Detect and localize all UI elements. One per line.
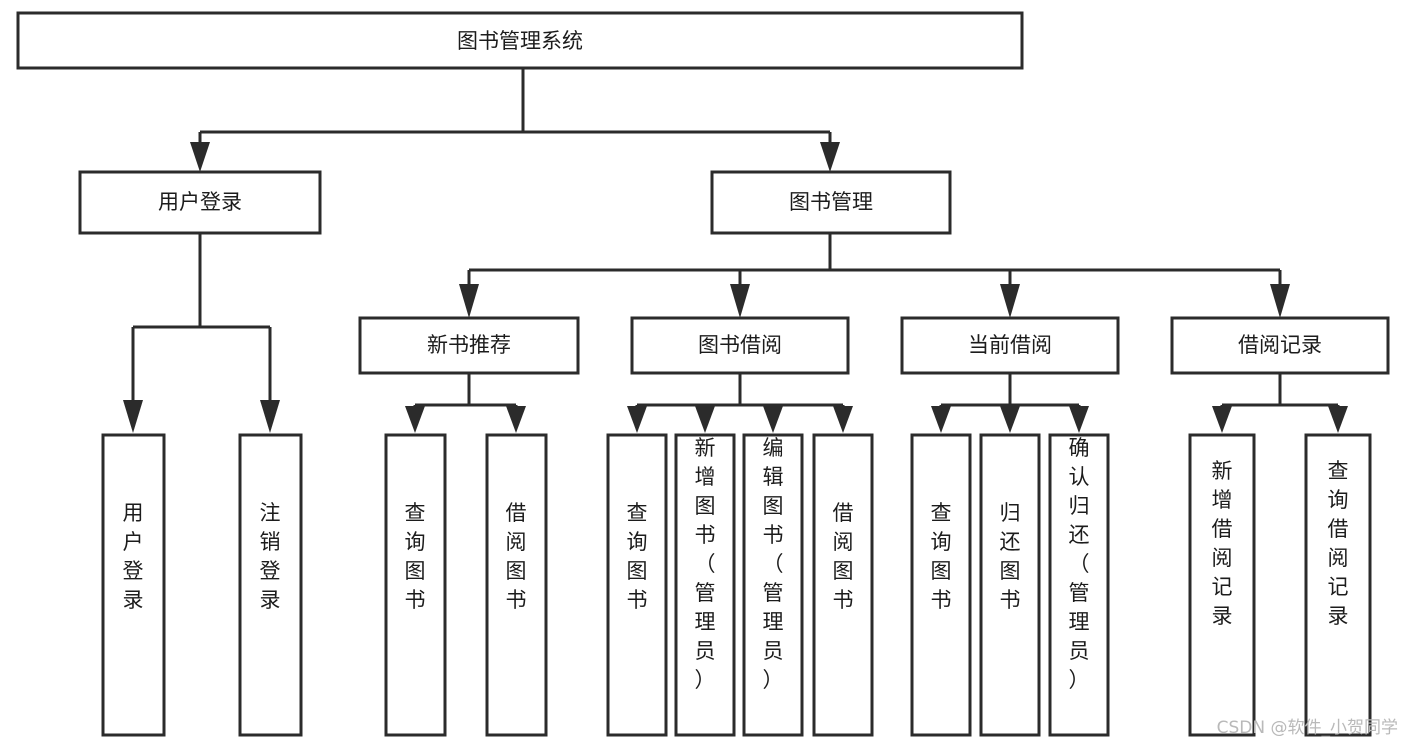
node-new-book-rec-label: 新书推荐 xyxy=(427,333,511,357)
node-leaf-br-query-record-label: 查询借阅记录 xyxy=(1328,459,1349,628)
node-borrow-record[interactable]: 借阅记录 xyxy=(1170,316,1390,375)
csdn-watermark: CSDN @软件_小贺同学 xyxy=(1217,718,1398,738)
arrow-head-icon xyxy=(405,406,425,433)
node-new-book-rec[interactable]: 新书推荐 xyxy=(358,316,580,375)
node-box-shape xyxy=(1188,433,1256,737)
arrow-head-icon xyxy=(833,406,853,433)
node-leaf-br-add-record-label: 新增借阅记录 xyxy=(1212,459,1233,628)
arrow-head-icon xyxy=(190,142,210,172)
node-box-shape xyxy=(101,433,166,737)
node-box-shape xyxy=(606,433,668,737)
node-leaf-bb-borrow-book[interactable]: 借阅图书 xyxy=(812,433,874,737)
node-leaf-bb-query-book[interactable]: 查询图书 xyxy=(606,433,668,737)
node-leaf-rec-query-book[interactable]: 查询图书 xyxy=(384,433,447,737)
node-leaf-br-query-record[interactable]: 查询借阅记录 xyxy=(1304,433,1372,737)
node-leaf-rec-borrow-book-label: 借阅图书 xyxy=(506,501,527,612)
node-leaf-bb-query-book-label: 查询图书 xyxy=(627,501,648,612)
node-leaf-bb-add-book-label: 新增图书（管理员） xyxy=(695,436,716,692)
arrow-head-icon xyxy=(695,406,715,433)
connector-newbookrec-to-leaves xyxy=(405,373,526,433)
node-leaf-cb-query-book-label: 查询图书 xyxy=(931,501,952,612)
node-book-manage[interactable]: 图书管理 xyxy=(710,170,952,235)
node-box-shape xyxy=(910,433,972,737)
node-box-shape xyxy=(710,170,952,235)
node-box-shape xyxy=(78,170,322,235)
node-leaf-cb-query-book[interactable]: 查询图书 xyxy=(910,433,972,737)
connector-borrowrecord-to-leaves xyxy=(1212,373,1348,433)
node-box-shape xyxy=(238,433,303,737)
node-leaf-cb-confirm-return-label: 确认归还（管理员） xyxy=(1069,436,1090,692)
arrow-head-icon xyxy=(506,406,526,433)
node-box-shape xyxy=(979,433,1041,737)
node-leaf-br-add-record[interactable]: 新增借阅记录 xyxy=(1188,433,1256,737)
node-user-login-label: 用户登录 xyxy=(158,190,242,214)
node-book-borrow[interactable]: 图书借阅 xyxy=(630,316,850,375)
node-user-login[interactable]: 用户登录 xyxy=(78,170,322,235)
node-leaf-bb-edit-book[interactable]: 编辑图书（管理员） xyxy=(742,433,804,737)
node-current-borrow-label: 当前借阅 xyxy=(968,333,1052,357)
node-leaf-user-login-label: 用户登录 xyxy=(123,501,144,612)
node-leaf-cb-return-book-label: 归还图书 xyxy=(1000,501,1021,612)
node-leaf-cb-return-book[interactable]: 归还图书 xyxy=(979,433,1041,737)
arrow-head-icon xyxy=(1000,284,1020,318)
node-box-shape xyxy=(674,433,736,737)
connector-root-to-level2 xyxy=(190,68,840,172)
arrow-head-icon xyxy=(1212,406,1232,433)
connector-bookborrow-to-leaves xyxy=(627,373,853,433)
node-box-shape xyxy=(358,316,580,375)
node-box-shape xyxy=(1048,433,1110,737)
node-leaf-user-logout-label: 注销登录 xyxy=(260,501,281,612)
node-leaf-user-login[interactable]: 用户登录 xyxy=(101,433,166,737)
connector-userlogin-to-leaves xyxy=(123,233,280,433)
node-box-shape xyxy=(742,433,804,737)
arrow-head-icon xyxy=(260,400,280,433)
arrow-head-icon xyxy=(931,406,951,433)
arrow-head-icon xyxy=(763,406,783,433)
node-root[interactable]: 图书管理系统 xyxy=(16,11,1024,70)
node-book-borrow-label: 图书借阅 xyxy=(698,333,782,357)
node-box-shape xyxy=(812,433,874,737)
node-leaf-bb-edit-book-label: 编辑图书（管理员） xyxy=(763,436,784,692)
node-leaf-cb-confirm-return[interactable]: 确认归还（管理员） xyxy=(1048,433,1110,737)
node-root-label: 图书管理系统 xyxy=(457,29,583,53)
node-box-shape xyxy=(630,316,850,375)
node-leaf-user-logout[interactable]: 注销登录 xyxy=(238,433,303,737)
node-borrow-record-label: 借阅记录 xyxy=(1238,333,1322,357)
arrow-head-icon xyxy=(627,406,647,433)
arrow-head-icon xyxy=(820,142,840,172)
node-leaf-bb-borrow-book-label: 借阅图书 xyxy=(833,501,854,612)
node-box-shape xyxy=(384,433,447,737)
arrow-head-icon xyxy=(1328,406,1348,433)
arrow-head-icon xyxy=(1069,406,1089,433)
node-book-manage-label: 图书管理 xyxy=(789,190,873,214)
node-leaf-bb-add-book[interactable]: 新增图书（管理员） xyxy=(674,433,736,737)
arrow-head-icon xyxy=(459,284,479,318)
node-leaf-rec-query-book-label: 查询图书 xyxy=(405,501,426,612)
node-box-shape xyxy=(900,316,1120,375)
arrow-head-icon xyxy=(123,400,143,433)
arrow-head-icon xyxy=(730,284,750,318)
connector-bookmanage-to-level3 xyxy=(459,233,1290,318)
node-box-shape xyxy=(1170,316,1390,375)
arrow-head-icon xyxy=(1270,284,1290,318)
node-box-shape xyxy=(485,433,548,737)
node-current-borrow[interactable]: 当前借阅 xyxy=(900,316,1120,375)
node-leaf-rec-borrow-book[interactable]: 借阅图书 xyxy=(485,433,548,737)
node-box-shape xyxy=(1304,433,1372,737)
arrow-head-icon xyxy=(1000,406,1020,433)
connector-currentborrow-to-leaves xyxy=(931,373,1089,433)
node-box-shape xyxy=(16,11,1024,70)
